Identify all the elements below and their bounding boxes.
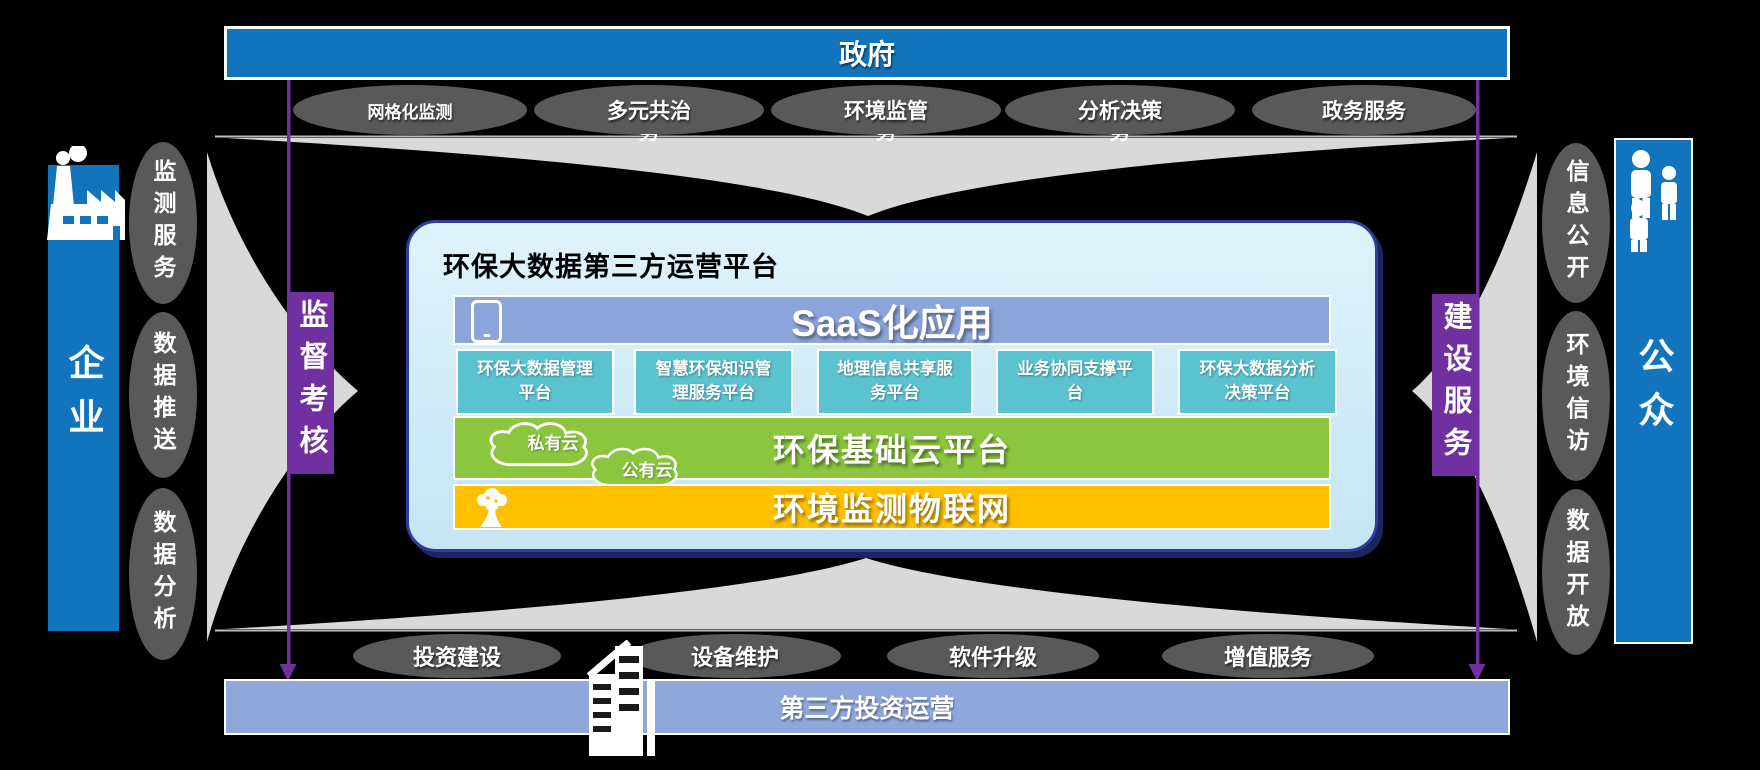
app-box-label: 环保大数据分析 决策平台: [1199, 360, 1316, 402]
government-label: 政府: [838, 39, 895, 70]
enterprise-service-ellipse: 监测服务: [129, 142, 197, 304]
bottom-function-ellipse: 投资建设: [353, 634, 561, 678]
gov-function-label: 网格化监测: [367, 102, 453, 122]
enterprise-label: 企业: [63, 344, 105, 452]
app-box: 业务协同支撑平 台: [996, 349, 1154, 415]
app-box: 智慧环保知识管 理服务平台: [634, 349, 793, 415]
enterprise-service-label: 数据分析: [150, 510, 176, 638]
gov-function-ellipse: 环境监管: [771, 85, 1001, 135]
third-party-label: 第三方投资运营: [779, 695, 955, 723]
public-service-label: 信息公开: [1563, 159, 1589, 287]
supervision-arrowhead-icon: [279, 664, 297, 681]
public-bar: 公众: [1614, 138, 1693, 644]
public-service-ellipse: 环境信访: [1542, 311, 1610, 481]
public-service-ellipse: 数据开放: [1542, 489, 1610, 655]
construction-ribbon: 建设服务: [1432, 294, 1478, 476]
public-cloud-label: 公有云: [621, 461, 673, 480]
private-cloud-label: 私有云: [527, 434, 579, 453]
platform-title: 环保大数据第三方运营平台: [443, 252, 779, 282]
gov-function-label: 环境监管: [844, 100, 928, 123]
public-cloud-icon: [591, 447, 678, 487]
bottom-function-label: 软件升级: [948, 645, 1037, 670]
app-box-label: 智慧环保知识管 理服务平台: [655, 360, 772, 402]
iot-layer-bar: 环境监测物联网: [453, 484, 1331, 530]
clipped-glyph: 务: [637, 134, 661, 147]
third-party-bar: 第三方投资运营: [224, 679, 1510, 735]
platform-panel: 环保大数据第三方运营平台 SaaS化应用 环保大数据管理 平台 智慧环保知识管 …: [406, 220, 1378, 552]
app-box-label: 地理信息共享服 务平台: [837, 360, 953, 402]
gov-function-ellipse: 网格化监测: [293, 85, 527, 135]
gov-function-ellipse: 多元共治: [534, 85, 764, 135]
bottom-function-ellipse: 软件升级: [887, 634, 1099, 678]
government-bar: 政府: [224, 26, 1510, 80]
enterprise-service-label: 数据推送: [150, 331, 176, 459]
app-box-label: 环保大数据管理 平台: [477, 360, 593, 402]
cloud-layer-label: 环保基础云平台: [772, 432, 1011, 468]
clipped-glyph-text: 务: [1108, 134, 1132, 145]
gov-function-ellipse: 政务服务: [1252, 85, 1476, 135]
smartphone-icon: [471, 300, 502, 343]
gov-function-label: 多元共治: [607, 100, 691, 123]
iot-layer-label: 环境监测物联网: [772, 491, 1011, 527]
construction-arrowhead-icon: [1468, 664, 1486, 681]
public-label: 公众: [1633, 337, 1675, 445]
bottom-function-label: 投资建设: [412, 645, 501, 670]
bottom-flow-arrow: [226, 558, 1508, 629]
app-box: 环保大数据分析 决策平台: [1178, 349, 1337, 415]
app-box-label: 业务协同支撑平 台: [1017, 360, 1133, 402]
building-icon: [586, 640, 655, 756]
public-service-label: 数据开放: [1563, 508, 1589, 636]
left-flow-arrow: [207, 152, 358, 642]
app-box: 地理信息共享服 务平台: [817, 349, 973, 415]
bottom-function-label: 设备维护: [690, 645, 779, 670]
private-cloud-icon: [489, 422, 588, 467]
people-icon: [1630, 150, 1677, 252]
top-flow-arrow: [226, 138, 1508, 216]
supervision-ribbon: 监督考核: [288, 292, 334, 474]
clipped-glyph-text: 务: [637, 134, 661, 145]
supervision-label: 监督考核: [295, 299, 327, 467]
app-box: 环保大数据管理 平台: [456, 349, 614, 415]
enterprise-service-ellipse: 数据分析: [129, 488, 197, 660]
clipped-glyph: 务: [874, 134, 898, 147]
enterprise-service-ellipse: 数据推送: [129, 312, 197, 478]
clipped-glyph-text: 务: [874, 134, 898, 145]
gov-function-label: 政务服务: [1322, 100, 1406, 123]
public-service-ellipse: 信息公开: [1542, 143, 1610, 303]
clipped-glyph: 务: [1108, 134, 1132, 147]
construction-label: 建设服务: [1439, 301, 1471, 469]
bottom-function-ellipse: 设备维护: [629, 634, 841, 678]
bottom-function-ellipse: 增值服务: [1162, 634, 1374, 678]
gov-function-ellipse: 分析决策: [1005, 85, 1235, 135]
monitoring-tree-icon: [477, 488, 507, 527]
saas-layer-label: SaaS化应用: [791, 303, 993, 344]
gov-function-label: 分析决策: [1078, 100, 1162, 123]
saas-layer-bar: SaaS化应用: [453, 295, 1331, 345]
public-service-label: 环境信访: [1563, 332, 1589, 460]
enterprise-bar: 企业: [48, 165, 119, 631]
enterprise-service-label: 监测服务: [150, 159, 176, 287]
bottom-function-label: 增值服务: [1223, 645, 1312, 670]
factory-icon: [47, 146, 125, 240]
